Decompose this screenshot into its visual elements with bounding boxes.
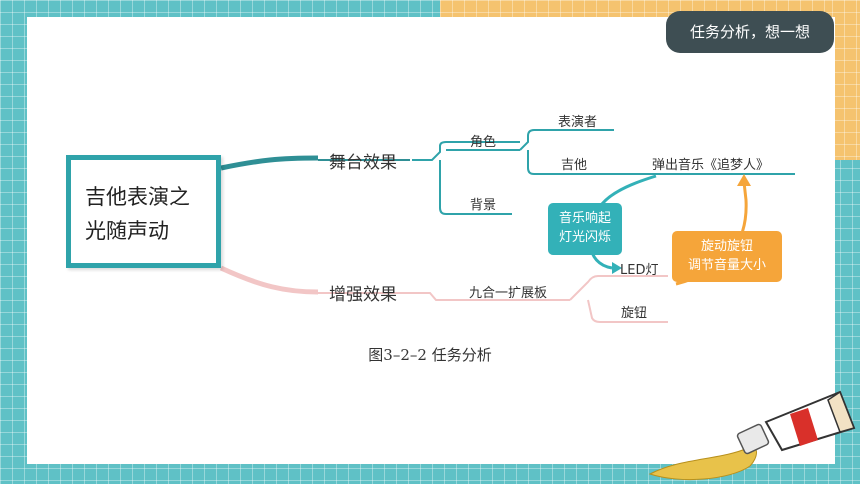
callout-knob-line1: 旋动旋钮 <box>700 239 753 254</box>
node-guitar: 吉他 <box>561 158 588 173</box>
callout-knob-line2: 调节音量大小 <box>687 258 766 273</box>
connector-root-stage <box>220 155 319 171</box>
node-knob: 旋钮 <box>621 306 648 321</box>
node-board: 九合一扩展板 <box>469 286 548 301</box>
figure-caption: 图3–2–2 任务分析 <box>368 346 492 364</box>
callout-light-line1: 音乐响起 <box>558 211 611 226</box>
root-label: 吉他表演之 光随声动 <box>85 180 190 248</box>
callout-light-line2: 灯光闪烁 <box>558 230 611 245</box>
connector-board-knob <box>587 299 668 323</box>
node-background: 背景 <box>470 198 497 213</box>
arrowhead-music <box>737 174 751 186</box>
root-label-line2: 光随声动 <box>85 219 169 243</box>
paint-tube-icon <box>648 390 856 481</box>
callout-light: 音乐响起 灯光闪烁 <box>548 203 622 255</box>
root-node: 吉他表演之 光随声动 <box>66 155 221 268</box>
connector-role-performer <box>519 129 614 151</box>
callout-knob: 旋动旋钮 调节音量大小 <box>672 231 782 282</box>
connector-enhance-board <box>412 292 570 301</box>
connector-root-enhance <box>219 265 319 295</box>
connector-role-guitar <box>527 150 795 175</box>
connector-stage-role <box>412 141 520 161</box>
node-performer: 表演者 <box>558 115 598 130</box>
node-play-music: 弹出音乐《追梦人》 <box>652 158 770 173</box>
connector-stage-bg <box>439 160 512 215</box>
connector-board-led <box>569 275 668 301</box>
arrowhead-light <box>612 262 622 274</box>
decor-orange-grid-side <box>832 0 860 160</box>
branch-stage-label: 舞台效果 <box>329 153 397 173</box>
node-role: 角色 <box>470 135 497 150</box>
section-tag: 任务分析，想一想 <box>666 11 834 53</box>
branch-enhance-label: 增强效果 <box>329 285 397 305</box>
root-label-line1: 吉他表演之 <box>85 185 190 209</box>
node-led: LED灯 <box>620 263 659 278</box>
